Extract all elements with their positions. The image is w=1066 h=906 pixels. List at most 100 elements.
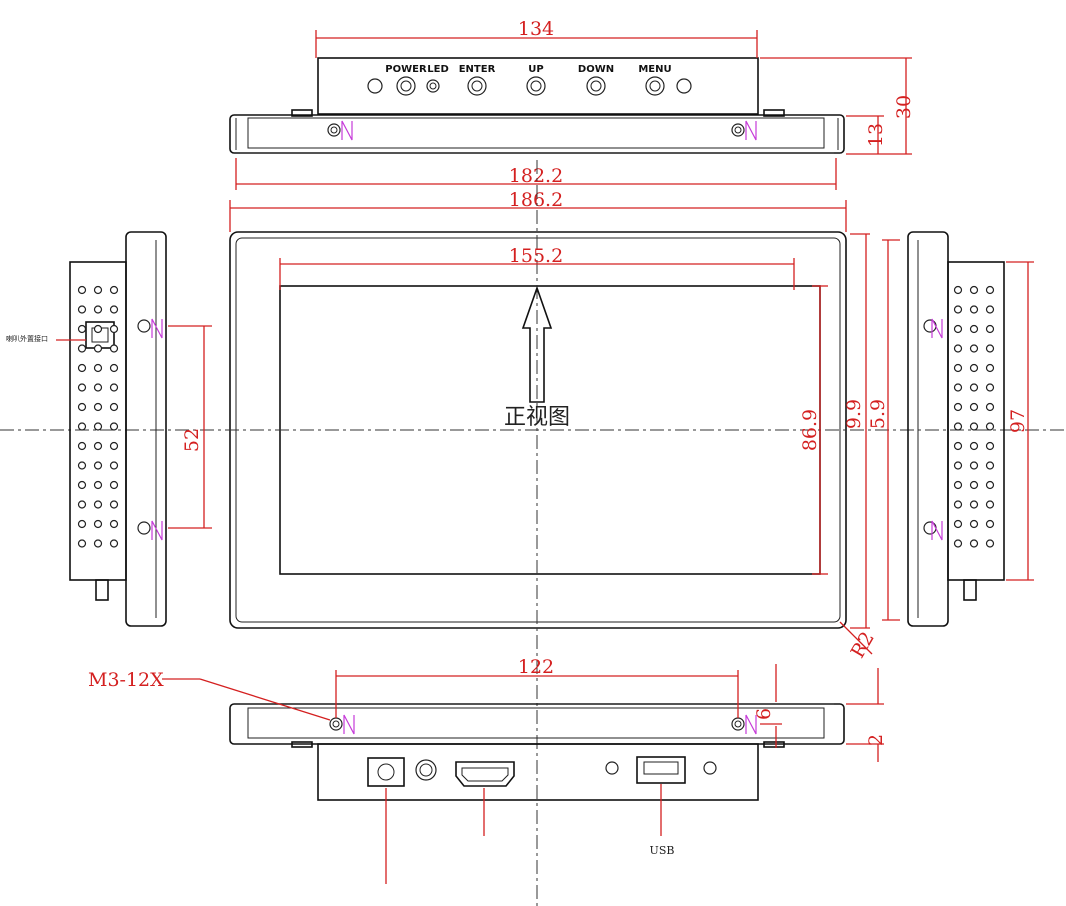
button-row: POWER LED ENTER UP DOWN MENU — [367, 64, 692, 96]
button-label-power: POWER — [385, 64, 427, 75]
vent-hole-icon — [77, 461, 87, 470]
vent-hole-icon — [969, 441, 979, 451]
vent-hole-icon — [77, 539, 87, 548]
vent-hole-icon — [77, 363, 87, 373]
usb-label: USB — [650, 844, 675, 857]
marker-icon — [745, 714, 757, 735]
vent-hole-icon — [969, 305, 979, 314]
dim-top-width: 134 — [518, 18, 554, 40]
vent-hole-icon — [77, 422, 87, 431]
vent-hole-icon — [109, 500, 119, 509]
vent-hole-icon — [969, 461, 979, 470]
vent-hole-icon — [969, 519, 979, 529]
vent-hole-icon — [109, 539, 119, 548]
vent-hole-icon — [93, 344, 103, 353]
menu-button — [645, 76, 665, 96]
top-bezel-inner — [247, 117, 825, 149]
dim-bottom-small: 6 — [753, 708, 775, 720]
top-control-board — [317, 57, 759, 115]
screw-icon — [923, 319, 937, 333]
knob-right-icon — [676, 78, 692, 94]
vent-hole-icon — [109, 285, 119, 295]
vent-hole-icon — [93, 539, 103, 548]
vent-hole-icon — [969, 539, 979, 548]
dim-top-height-b: 13 — [865, 123, 887, 147]
dc-power-jack — [367, 757, 405, 787]
bottom-hole-icon — [605, 761, 619, 775]
vent-hole-icon — [953, 539, 963, 548]
vent-hole-icon — [969, 324, 979, 334]
vent-hole-icon — [969, 383, 979, 392]
vent-hole-icon — [77, 344, 87, 353]
vent-hole-icon — [93, 500, 103, 509]
vent-hole-icon — [953, 461, 963, 470]
vent-hole-icon — [969, 402, 979, 412]
right-bezel — [907, 231, 949, 627]
vent-hole-icon — [109, 422, 119, 431]
vent-hole-icon — [953, 344, 963, 353]
led-indicator — [426, 79, 440, 93]
vent-hole-icon — [77, 402, 87, 412]
vent-hole-icon — [77, 305, 87, 314]
vent-hole-icon — [985, 480, 995, 490]
vent-hole-icon — [93, 305, 103, 314]
marker-icon — [931, 318, 943, 339]
left-bezel — [125, 231, 167, 627]
marker-icon — [341, 120, 353, 141]
vent-hole-icon — [985, 539, 995, 548]
marker-icon — [151, 520, 163, 541]
vent-hole-icon — [953, 519, 963, 529]
audio-jack — [415, 759, 437, 781]
vent-hole-icon — [93, 285, 103, 295]
vent-hole-icon — [985, 285, 995, 295]
knob-left-icon — [367, 78, 383, 94]
vent-hole-icon — [953, 285, 963, 295]
vent-hole-icon — [77, 519, 87, 529]
button-label-down: DOWN — [578, 64, 614, 75]
vent-hole-icon — [109, 363, 119, 373]
dim-bottom-width: 122 — [518, 656, 554, 678]
vent-hole-icon — [985, 422, 995, 431]
up-button — [526, 76, 546, 96]
down-button — [586, 76, 606, 96]
vent-hole-icon — [109, 344, 119, 353]
vent-holes — [953, 285, 995, 548]
vent-hole-icon — [985, 402, 995, 412]
vent-hole-icon — [969, 480, 979, 490]
screw-leader — [199, 678, 331, 721]
top-view: POWER LED ENTER UP DOWN MENU 134 30 13 1… — [229, 18, 915, 232]
vent-hole-icon — [109, 305, 119, 314]
front-view-label: 正视图 — [504, 405, 570, 430]
corner-radius-leader — [839, 621, 873, 655]
vent-hole-icon — [953, 480, 963, 490]
top-tab-right — [763, 109, 785, 117]
vent-hole-icon — [77, 383, 87, 392]
vent-hole-icon — [109, 441, 119, 451]
front-view: 正视图 155.2 86.9 9.9 5.9 R2 — [0, 160, 1066, 906]
vent-hole-icon — [953, 324, 963, 334]
vent-hole-icon — [969, 344, 979, 353]
vent-hole-icon — [109, 402, 119, 412]
vent-hole-icon — [93, 383, 103, 392]
vent-hole-icon — [985, 461, 995, 470]
vent-hole-icon — [953, 422, 963, 431]
vent-hole-icon — [77, 285, 87, 295]
left-connector-stub — [95, 579, 109, 601]
dim-front-height-a: 9.9 — [843, 399, 865, 429]
button-label-up: UP — [528, 64, 543, 75]
left-side-view: 喇叭外置接口 52 — [6, 231, 212, 627]
marker-icon — [151, 318, 163, 339]
vent-hole-icon — [969, 500, 979, 509]
marker-icon — [931, 520, 943, 541]
right-side-view: 97 — [907, 231, 1034, 627]
button-label-led: LED — [427, 64, 449, 75]
vent-hole-icon — [953, 500, 963, 509]
dim-bezel-width-a: 182.2 — [509, 165, 563, 187]
enter-button — [467, 76, 487, 96]
bottom-hole-icon — [703, 761, 717, 775]
vent-hole-icon — [93, 363, 103, 373]
vent-hole-icon — [969, 363, 979, 373]
dim-screen-height: 86.9 — [799, 409, 821, 451]
vent-hole-icon — [969, 422, 979, 431]
